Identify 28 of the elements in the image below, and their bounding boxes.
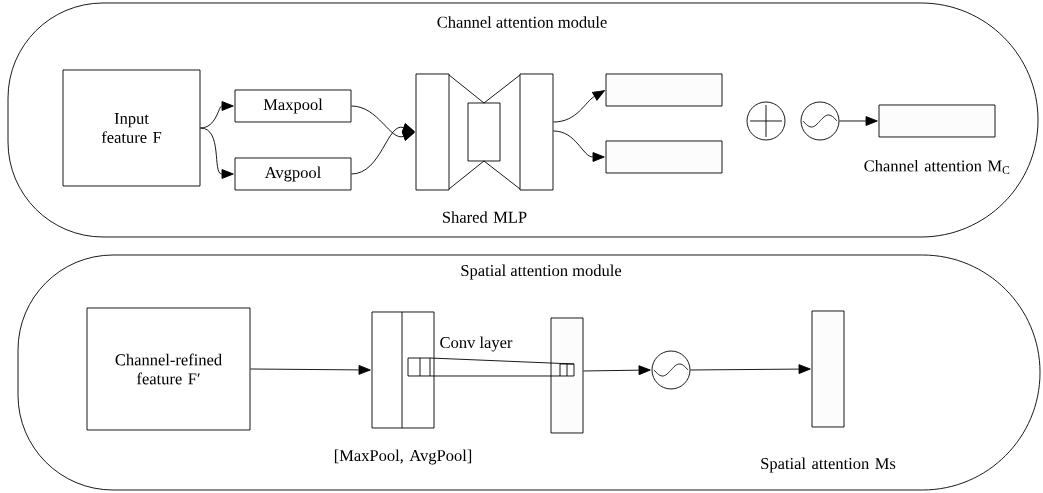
arrow bbox=[839, 116, 878, 126]
sigmoid-symbol bbox=[651, 350, 691, 390]
arrow bbox=[690, 364, 811, 374]
arrow bbox=[351, 123, 415, 175]
layer-label: Conv layer bbox=[438, 335, 514, 353]
feature-box: Input feature F bbox=[62, 69, 201, 187]
shared-mlp-drawing: Shared MLP bbox=[415, 73, 554, 223]
node-label: Channel attention M$_{C}$ bbox=[864, 159, 1010, 175]
arrow bbox=[351, 105, 415, 141]
feature-box bbox=[550, 317, 584, 434]
feature-box bbox=[605, 140, 723, 174]
feature-box bbox=[605, 73, 723, 107]
arrow bbox=[553, 90, 605, 123]
feature-box: Channel-refined feature F′ bbox=[86, 307, 251, 431]
sigmoid-symbol bbox=[800, 101, 840, 141]
arrow bbox=[200, 101, 234, 129]
node-label: Spatial attention Ms bbox=[761, 457, 896, 473]
node-label: [MaxPool, AvgPool] bbox=[334, 449, 472, 465]
feature-box: Avgpool bbox=[234, 157, 352, 191]
node-label: Shared MLP bbox=[442, 211, 527, 223]
arrow bbox=[200, 127, 234, 179]
feature-box: Channel attention M$_{C}$ bbox=[864, 104, 1010, 175]
arrow bbox=[553, 130, 605, 162]
arrow bbox=[583, 365, 651, 376]
sum-symbol bbox=[746, 101, 786, 141]
arrow bbox=[250, 365, 371, 375]
feature-box: Maxpool bbox=[234, 89, 352, 123]
feature-box: Spatial attention Ms bbox=[761, 310, 896, 473]
